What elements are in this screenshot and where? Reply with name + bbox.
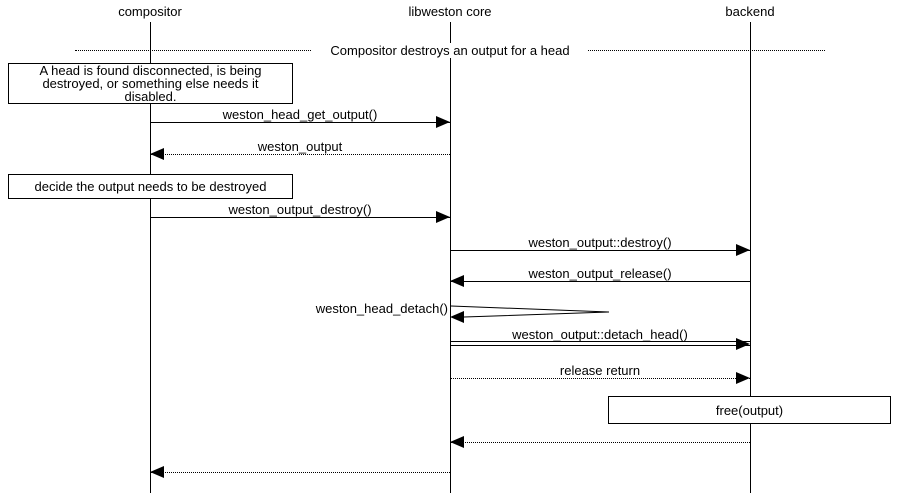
message-line-weston-output-detach-head [450, 341, 750, 346]
arrowhead-right-icon [436, 116, 450, 128]
participant-label-libweston-core: libweston core [408, 4, 492, 19]
arrowhead-right-icon [736, 372, 750, 384]
arrowhead-left-icon [150, 466, 164, 478]
message-line-weston-output-destroy [150, 217, 450, 218]
note-decide-destroy: decide the output needs to be destroyed [8, 174, 293, 199]
message-label-weston-output-release: weston_output_release() [528, 266, 672, 281]
message-line-return-to-core [450, 442, 750, 443]
message-line-return-to-compositor [150, 472, 450, 473]
message-label-weston-head-detach: weston_head_detach() [315, 301, 448, 316]
message-label-weston-head-get-output: weston_head_get_output() [222, 107, 378, 122]
message-label-weston-output-destroy: weston_output_destroy() [228, 202, 372, 217]
message-line-weston-head-get-output [150, 122, 450, 123]
lifeline-backend [750, 22, 751, 493]
lifeline-compositor [150, 22, 151, 493]
participant-label-backend: backend [725, 4, 775, 19]
message-line-weston-output-colon-destroy [450, 250, 750, 251]
message-label-weston-output: weston_output [257, 139, 343, 154]
divider-label: Compositor destroys an output for a head [312, 43, 588, 58]
arrowhead-left-icon [150, 148, 164, 160]
arrowhead-right-icon [436, 211, 450, 223]
lifeline-libweston-core [450, 22, 451, 493]
arrowhead-left-icon [450, 436, 464, 448]
arrowhead-left-icon [450, 275, 464, 287]
message-label-weston-output-colon-destroy: weston_output::destroy() [528, 235, 672, 250]
message-label-weston-output-detach-head: weston_output::detach_head() [512, 327, 688, 342]
self-call-loop [450, 305, 610, 323]
message-line-weston-output-release [450, 281, 750, 282]
arrowhead-right-icon [736, 244, 750, 256]
participant-label-compositor: compositor [118, 4, 182, 19]
message-line-weston-output [150, 154, 450, 155]
note-head-disconnected: A head is found disconnected, is being d… [8, 63, 293, 104]
message-line-release-return [450, 378, 750, 379]
action-box-free-output: free(output) [608, 396, 891, 424]
message-label-release-return: release return [559, 363, 641, 378]
arrowhead-left-icon [450, 311, 464, 323]
arrowhead-right-icon [736, 338, 750, 350]
